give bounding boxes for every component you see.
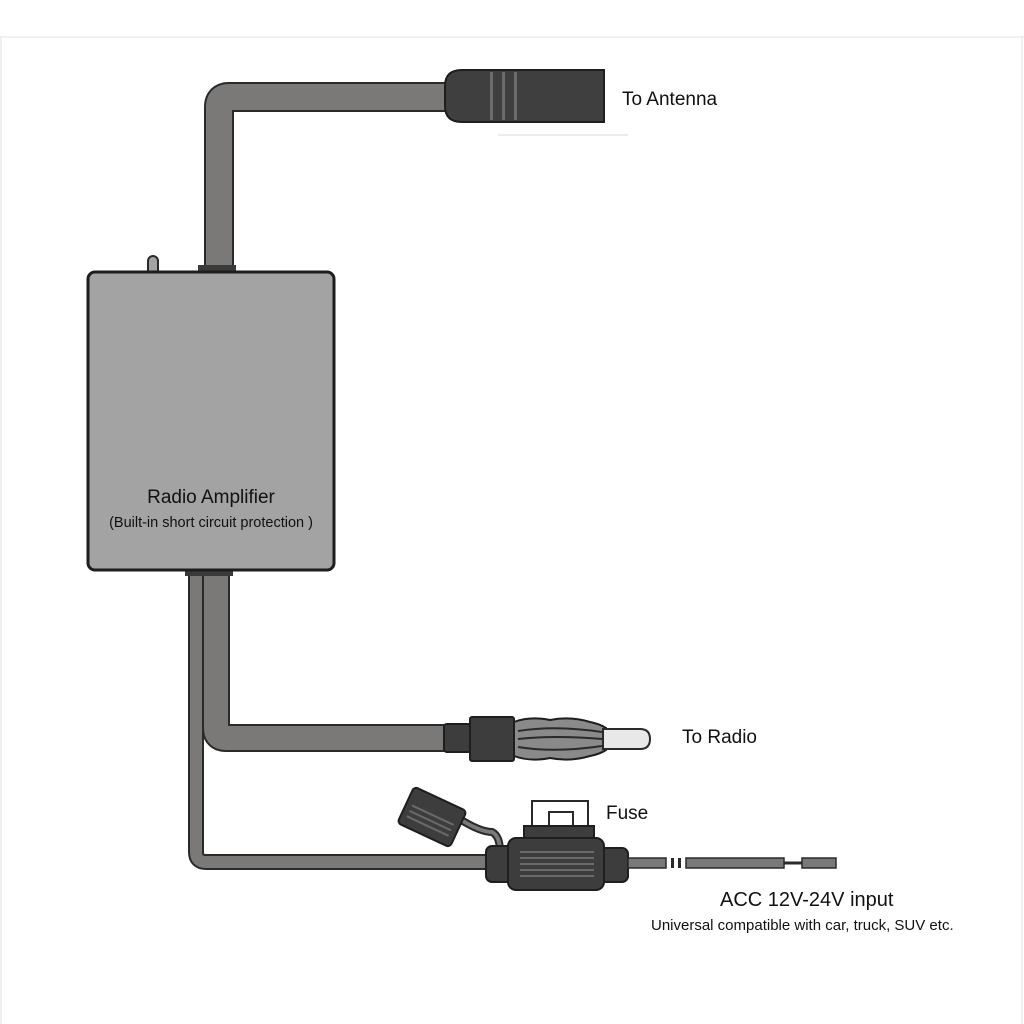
antenna-cable — [204, 82, 452, 270]
amplifier-title: Radio Amplifier — [147, 487, 275, 508]
radio-plug — [443, 716, 652, 762]
cable-to-radio — [202, 570, 448, 752]
to-radio-label: To Radio — [682, 727, 757, 748]
antenna-connector — [444, 69, 628, 136]
acc-input-label: ACC 12V-24V input — [720, 889, 894, 911]
compatibility-note: Universal compatible with car, truck, SU… — [651, 917, 954, 934]
fuse-cap — [397, 786, 504, 853]
blade-fuse — [523, 800, 595, 839]
fuse-holder — [485, 837, 629, 891]
to-antenna-label: To Antenna — [622, 89, 718, 110]
amplifier-box — [86, 255, 336, 576]
acc-power-lead — [627, 857, 837, 869]
amplifier-subtitle: (Built-in short circuit protection ) — [109, 515, 313, 531]
fuse-label: Fuse — [606, 803, 649, 824]
cable-power — [188, 570, 495, 870]
